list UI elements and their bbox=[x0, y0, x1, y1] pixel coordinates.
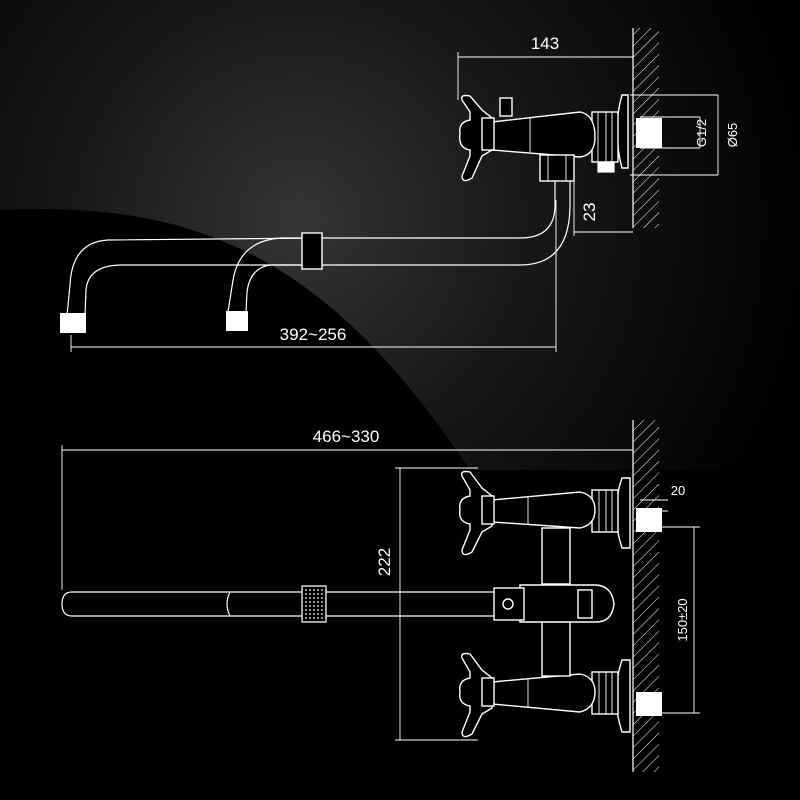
swivel-screw bbox=[502, 598, 514, 610]
dim-150-label: 150±20 bbox=[675, 598, 690, 641]
mixer-body bbox=[519, 584, 615, 623]
nut-upper bbox=[591, 489, 619, 533]
nut-top bbox=[591, 111, 619, 163]
front-view bbox=[61, 420, 662, 772]
dimension-lines-top bbox=[70, 52, 719, 352]
dim-20-label: 20 bbox=[671, 483, 685, 498]
dim-thread-label: G1/2 bbox=[694, 119, 709, 147]
dim-143-label: 143 bbox=[531, 34, 559, 53]
cross-handle-top bbox=[459, 94, 493, 182]
spout-inner-long bbox=[84, 181, 571, 316]
riser-lower bbox=[541, 619, 571, 677]
dim-392-label: 392~256 bbox=[280, 325, 347, 344]
spout-inner-short bbox=[245, 264, 320, 313]
dim-23-label: 23 bbox=[580, 203, 599, 222]
mixer-cap bbox=[577, 589, 593, 619]
spout-front bbox=[61, 591, 494, 617]
spout-collar-top bbox=[539, 154, 575, 182]
nut-lower bbox=[591, 671, 619, 715]
riser-upper bbox=[541, 527, 571, 585]
spout-outer-short bbox=[227, 237, 320, 313]
dim-222-label: 222 bbox=[375, 548, 394, 576]
wall-hatch-front bbox=[633, 420, 659, 772]
spout-front-short-end bbox=[226, 591, 231, 617]
top-view bbox=[60, 28, 662, 333]
spout-joint-top bbox=[301, 232, 323, 270]
cross-handle-lower bbox=[459, 652, 493, 738]
diverter-stub-top bbox=[499, 97, 513, 117]
valve-body-upper bbox=[491, 491, 596, 529]
wall-pipe-top bbox=[636, 118, 662, 148]
spout-knurl-ring bbox=[301, 585, 327, 623]
valve-body-lower bbox=[491, 673, 596, 713]
dim-466-label: 466~330 bbox=[313, 427, 380, 446]
spout-tip-short bbox=[226, 311, 248, 331]
spout-outer-long bbox=[66, 181, 556, 316]
dim-diameter-label: Ø65 bbox=[725, 123, 740, 148]
cross-handle-upper bbox=[459, 470, 493, 556]
dimension-lines-front bbox=[61, 445, 700, 741]
spout-tip-long bbox=[60, 313, 86, 333]
valve-body-top bbox=[491, 111, 596, 158]
